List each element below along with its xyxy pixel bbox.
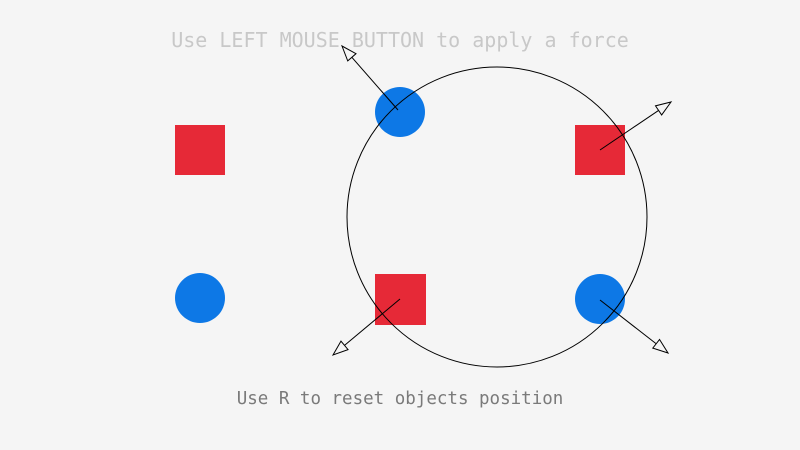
force-arrow-head-icon	[654, 101, 673, 116]
force-arrow	[331, 298, 401, 356]
force-arrow-head-icon	[331, 340, 349, 356]
force-arrow	[599, 101, 673, 151]
instruction-apply-force: Use LEFT MOUSE BUTTON to apply a force	[171, 28, 629, 52]
force-arrow	[341, 44, 399, 111]
force-arrow-head-icon	[651, 338, 670, 354]
force-arrow-shaft	[599, 299, 657, 345]
force-arrow-head-icon	[341, 44, 357, 62]
force-arrow-shaft	[599, 109, 659, 151]
box-object[interactable]	[375, 274, 426, 325]
instruction-reset: Use R to reset objects position	[236, 389, 564, 409]
force-arrow-shaft	[351, 56, 399, 111]
ball-object[interactable]	[375, 87, 425, 137]
ball-object[interactable]	[175, 273, 225, 323]
boundary-circle	[346, 66, 648, 368]
ball-object[interactable]	[575, 274, 625, 324]
box-object[interactable]	[175, 125, 225, 175]
force-arrow-shaft	[344, 298, 401, 346]
force-arrow	[599, 299, 670, 354]
